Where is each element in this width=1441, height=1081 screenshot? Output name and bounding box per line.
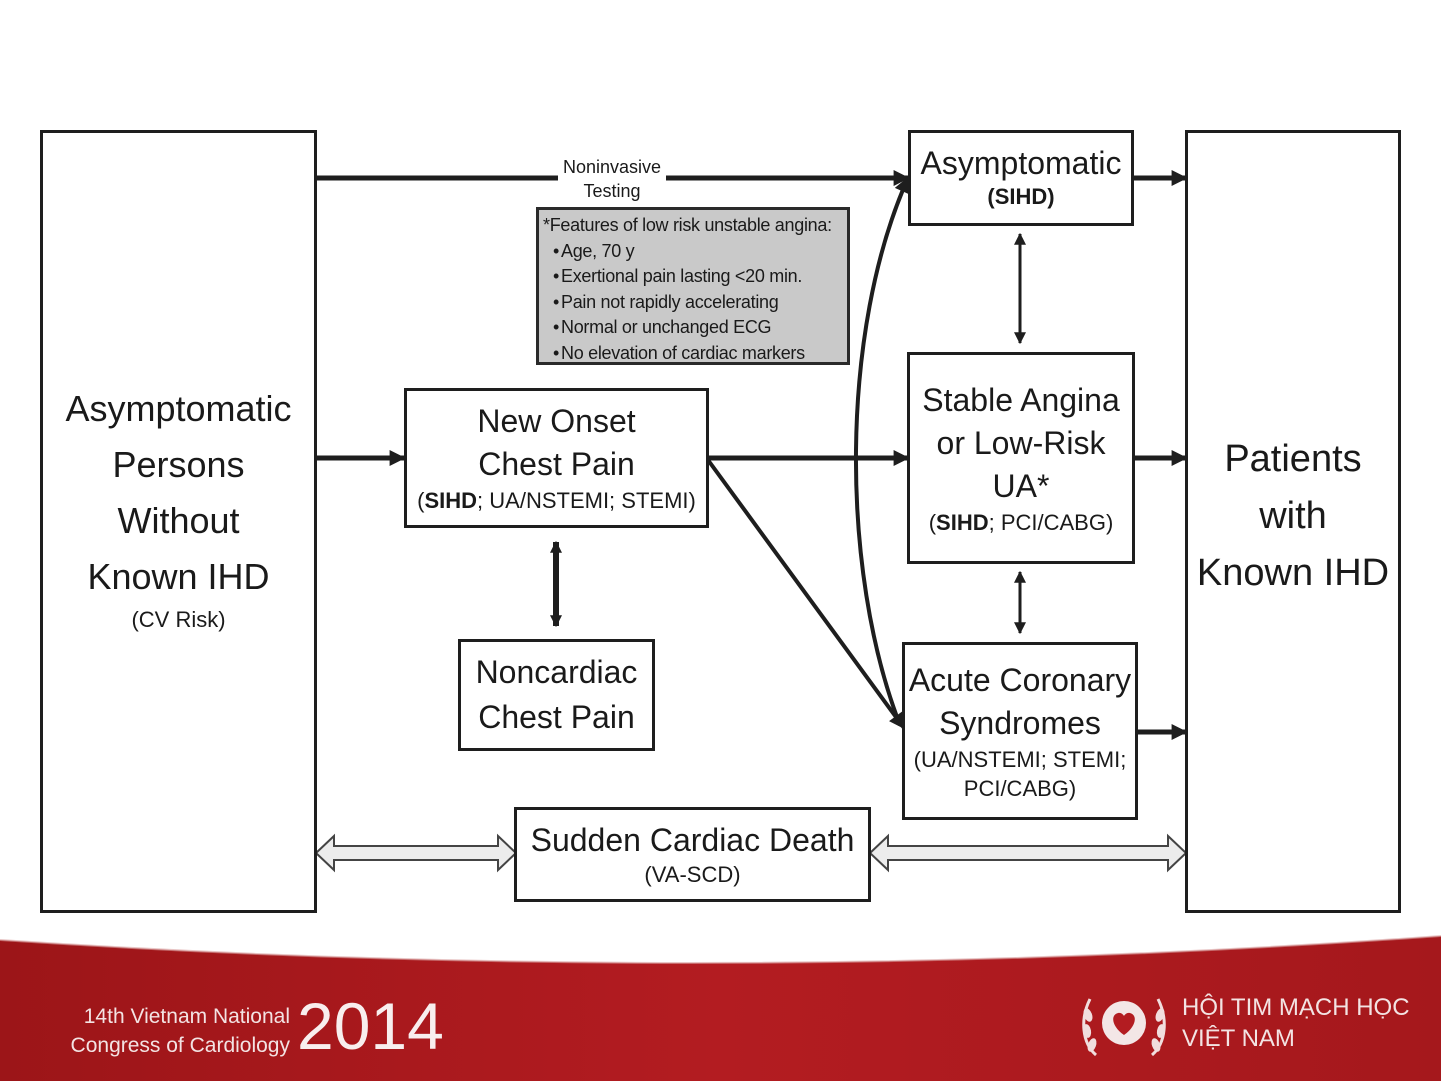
stable-line-3: UA* bbox=[992, 467, 1050, 504]
stable-line-1: Stable Angina bbox=[922, 381, 1120, 418]
note-item: Pain not rapidly accelerating bbox=[553, 290, 847, 316]
asymptomatic-persons-box: Asymptomatic Persons Without Known IHD (… bbox=[40, 130, 317, 913]
stable-angina-box: Stable Angina or Low-Risk UA* (SIHD; PCI… bbox=[907, 352, 1135, 564]
association-name: HỘI TIM MẠCH HỌC VIỆT NAM bbox=[1182, 992, 1410, 1054]
acute-coronary-syndromes-box: Acute Coronary Syndromes (UA/NSTEMI; STE… bbox=[902, 642, 1138, 820]
acs-line-2: Syndromes bbox=[939, 705, 1101, 741]
left-box-line-4: Known IHD bbox=[87, 555, 270, 597]
congress-line-1: 14th Vietnam National bbox=[83, 1005, 290, 1028]
noninvasive-label-line-1: Noninvasive bbox=[562, 157, 662, 177]
note-heading: *Features of low risk unstable angina: bbox=[543, 215, 832, 235]
note-list: Age, 70 y Exertional pain lasting <20 mi… bbox=[543, 239, 847, 367]
stable-sub-bold: SIHD bbox=[936, 509, 989, 535]
association-line-1: HỘI TIM MẠCH HỌC bbox=[1182, 994, 1410, 1021]
note-item: No elevation of cardiac markers bbox=[553, 341, 847, 367]
acs-line-1: Acute Coronary bbox=[908, 662, 1132, 698]
left-box-line-2: Persons bbox=[112, 443, 245, 485]
stable-line-2: or Low-Risk bbox=[936, 424, 1106, 461]
new-onset-line-1: New Onset bbox=[477, 403, 636, 440]
footer-highlight-curve bbox=[0, 935, 1441, 965]
right-box-line-2: with bbox=[1259, 495, 1327, 537]
asymptomatic-sihd-box: Asymptomatic (SIHD) bbox=[908, 130, 1134, 226]
note-item: Normal or unchanged ECG bbox=[553, 315, 847, 341]
congress-line-2: Congress of Cardiology bbox=[70, 1034, 290, 1057]
noncardiac-chest-pain-box: Noncardiac Chest Pain bbox=[458, 639, 655, 751]
arrow-new-onset-to-acs bbox=[706, 458, 906, 730]
noncardiac-line-1: Noncardiac bbox=[475, 654, 638, 690]
note-item: Age, 70 y bbox=[553, 239, 847, 265]
noninvasive-label-line-2: Testing bbox=[583, 181, 641, 201]
new-onset-sub: (SIHD; UA/NSTEMI; STEMI) bbox=[417, 486, 696, 516]
heart-association-logo-icon bbox=[1082, 998, 1166, 1057]
right-box-line-1: Patients bbox=[1224, 438, 1362, 480]
association-line-2: VIỆT NAM bbox=[1182, 1025, 1295, 1052]
noninvasive-testing-label: Noninvasive Testing bbox=[558, 155, 666, 203]
new-onset-sub-rest: ; UA/NSTEMI; STEMI) bbox=[477, 488, 696, 514]
stable-sub-open: ( bbox=[928, 509, 937, 535]
hollow-arrow-scd-right bbox=[868, 833, 1188, 873]
stable-sub-rest: ; PCI/CABG) bbox=[988, 509, 1114, 535]
hollow-arrow-left-scd bbox=[314, 833, 518, 873]
scd-title: Sudden Cardiac Death bbox=[530, 821, 855, 858]
new-onset-sub-open: ( bbox=[417, 488, 425, 514]
congress-year: 2014 bbox=[297, 989, 444, 1063]
left-box-line-1: Asymptomatic bbox=[65, 387, 292, 429]
footer-banner bbox=[0, 935, 1441, 1081]
left-box-line-3: Without bbox=[117, 499, 240, 541]
arrow-acs-to-asymptomatic bbox=[854, 176, 910, 726]
new-onset-chest-pain-box: New Onset Chest Pain (SIHD; UA/NSTEMI; S… bbox=[404, 388, 709, 528]
patients-known-ihd-box: Patients with Known IHD bbox=[1185, 130, 1401, 913]
noncardiac-line-2: Chest Pain bbox=[478, 699, 635, 735]
footer-red-bar bbox=[0, 936, 1441, 1081]
stable-sub: (SIHD; PCI/CABG) bbox=[929, 508, 1114, 538]
right-box-line-3: Known IHD bbox=[1196, 552, 1390, 594]
scd-sub: (VA-SCD) bbox=[644, 861, 741, 887]
acs-sub-line-1: (UA/NSTEMI; STEMI; bbox=[913, 747, 1127, 772]
low-risk-features-note: *Features of low risk unstable angina: A… bbox=[536, 207, 850, 365]
new-onset-line-2: Chest Pain bbox=[478, 446, 635, 483]
asymptomatic-title: Asymptomatic bbox=[920, 145, 1122, 182]
new-onset-sub-bold: SIHD bbox=[424, 488, 478, 514]
congress-text: 14th Vietnam National Congress of Cardio… bbox=[20, 1002, 290, 1060]
acs-sub-line-2: PCI/CABG) bbox=[963, 776, 1077, 801]
asymptomatic-sub: (SIHD) bbox=[987, 184, 1055, 210]
note-item: Exertional pain lasting <20 min. bbox=[553, 264, 847, 290]
left-box-sub: (CV Risk) bbox=[131, 606, 226, 632]
sudden-cardiac-death-box: Sudden Cardiac Death (VA-SCD) bbox=[514, 807, 871, 902]
